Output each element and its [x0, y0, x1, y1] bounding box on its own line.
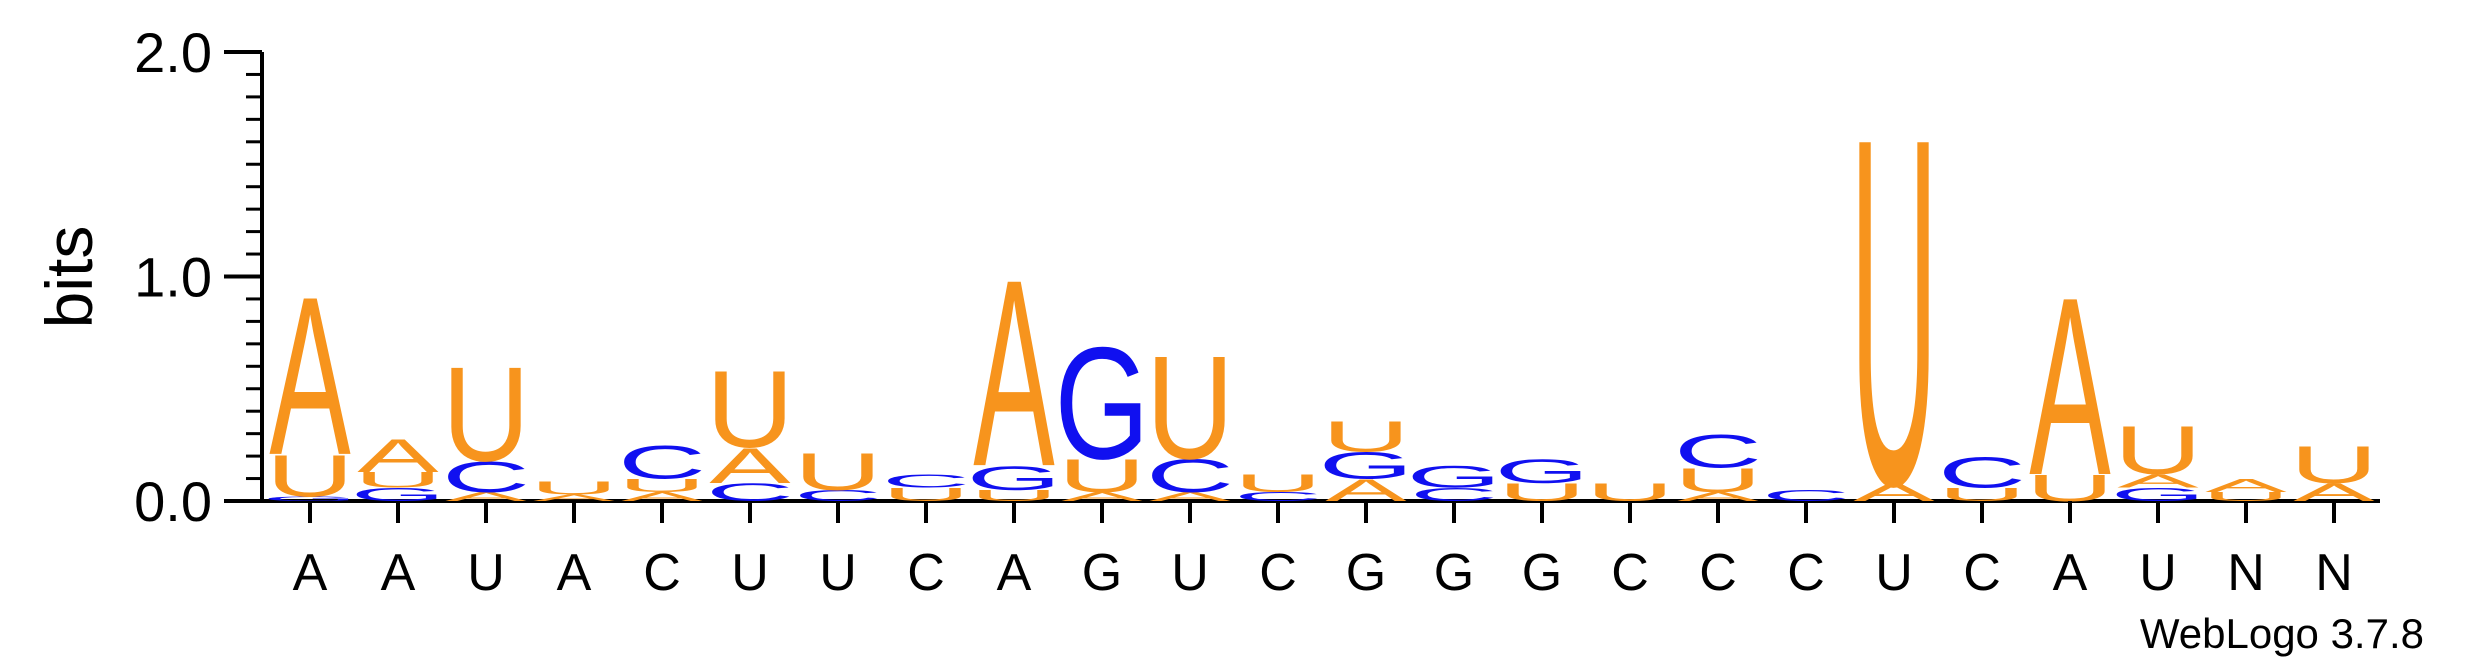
logo-letter-g: G [1495, 452, 1590, 490]
logo-letter-u: U [1674, 461, 1762, 499]
logo-letter-g: G [1407, 459, 1502, 494]
x-tick-label: G [1522, 544, 1562, 602]
logo-letter-c: C [882, 471, 970, 492]
x-tick-label: N [2315, 544, 2353, 602]
weblogo-watermark: WebLogo 3.7.8 [2140, 610, 2424, 657]
logo-letter-c: C [1938, 448, 2026, 497]
x-tick-label: C [1259, 544, 1297, 602]
logo-letter-u: U [1058, 449, 1146, 502]
logo-letter-c: C [1762, 487, 1850, 504]
x-tick-label: U [1171, 544, 1209, 602]
logo-letter-u: U [970, 487, 1058, 504]
y-axis-label: bits [32, 226, 106, 329]
logo-letter-u: U [1322, 412, 1410, 461]
y-tick-label: 1.0 [134, 246, 212, 309]
logo-letter-u: U [706, 348, 794, 471]
x-tick-label: C [907, 544, 945, 602]
logo-letter-u: U [2114, 412, 2202, 489]
logo-letter-g: G [2111, 484, 2206, 505]
logo-letter-a: A [2117, 471, 2199, 492]
logo-letter-a: A [357, 429, 439, 482]
logo-letter-u: U [1850, 35, 1938, 588]
logo-letter-c: C [1146, 449, 1234, 502]
logo-letter-c: C [1234, 490, 1322, 504]
logo-letter-u: U [1938, 484, 2026, 505]
logo-letter-a: A [2205, 475, 2287, 496]
logo-letter-u: U [2202, 490, 2290, 504]
x-tick-label: U [731, 544, 769, 602]
x-tick-label: C [1611, 544, 1649, 602]
logo-letter-g: G [967, 459, 1062, 497]
x-tick-label: U [819, 544, 857, 602]
logo-letter-a: A [1677, 490, 1759, 504]
logo-letter-g: G [1055, 314, 1150, 493]
logo-letter-a: A [973, 223, 1054, 521]
logo-letter-c: C [1674, 425, 1762, 478]
x-tick-label: A [381, 544, 416, 602]
logo-letter-c: C [794, 487, 882, 504]
x-tick-label: G [1346, 544, 1386, 602]
y-tick-label: 0.0 [134, 470, 212, 533]
x-tick-label: U [467, 544, 505, 602]
x-tick-label: A [2053, 544, 2088, 602]
x-tick-label: A [293, 544, 328, 602]
logo-letter-a: A [445, 490, 527, 504]
logo-letter-u: U [794, 442, 882, 501]
logo-letter-g: G [263, 495, 358, 502]
x-tick-label: C [643, 544, 681, 602]
logo-letter-a: A [1149, 490, 1231, 504]
logo-letter-u: U [1146, 325, 1234, 489]
logo-letter-u: U [882, 484, 970, 505]
logo-letter-u: U [354, 468, 442, 493]
logo-letter-u: U [618, 475, 706, 496]
x-tick-label: A [557, 544, 592, 602]
logo-letter-g: G [1319, 445, 1414, 487]
x-tick-label: C [1787, 544, 1825, 602]
x-tick-label: N [2227, 544, 2265, 602]
logo-letter-g: G [351, 484, 446, 505]
logo-letter-a: A [269, 251, 350, 502]
x-tick-label: U [2139, 544, 2177, 602]
logo-letter-a: A [709, 438, 791, 494]
x-tick-label: A [997, 544, 1032, 602]
logo-letter-c: C [442, 453, 530, 502]
logo-letter-a: A [533, 493, 615, 503]
logo-letter-c: C [618, 436, 706, 489]
x-tick-label: G [1082, 544, 1122, 602]
logo-letter-u: U [530, 477, 618, 498]
logo-letter-a: A [621, 490, 703, 504]
logo-letter-c: C [1410, 484, 1498, 505]
logo-letter-u: U [266, 443, 354, 509]
logo-letter-u: U [2290, 435, 2378, 494]
y-tick-label: 2.0 [134, 21, 212, 84]
x-tick-label: U [1875, 544, 1913, 602]
logo-letter-u: U [442, 340, 530, 490]
logo-letter-u: U [1234, 469, 1322, 497]
x-tick-label: C [1699, 544, 1737, 602]
x-tick-label: G [1434, 544, 1474, 602]
x-tick-label: C [1963, 544, 2001, 602]
logo-letter-a: A [2029, 246, 2110, 529]
logo-letter-a: A [1061, 490, 1143, 504]
